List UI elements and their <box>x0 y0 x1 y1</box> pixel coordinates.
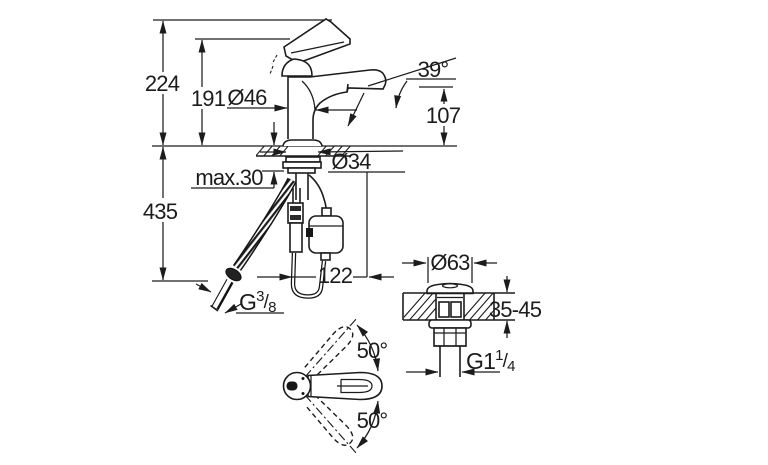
lever-dome <box>281 58 313 77</box>
dim-flange-diameter-label: Ø63 <box>430 250 470 275</box>
weight-cable-top <box>308 174 327 210</box>
dim-install-depth-label: 435 <box>143 199 178 224</box>
weight-bottom-nipple <box>320 252 331 261</box>
drain-push-cap <box>426 282 474 295</box>
slab-hatch-left <box>404 293 436 320</box>
waste-thread-label: G11/4 <box>466 347 515 375</box>
dim-spray-angle-label: 39° <box>418 57 449 82</box>
drain-cross-section: Ø63 35-45 G11/4 <box>402 250 542 377</box>
front-dimensions: 224 191 435 107 Ø46 max.30 Ø34 <box>141 20 462 316</box>
hose-coupling-nut <box>225 267 242 282</box>
weight-top-nipple <box>321 207 332 217</box>
dim-deck-max-label: max.30 <box>195 165 263 190</box>
weight-clip <box>306 228 313 237</box>
drain-nut <box>433 327 467 347</box>
swing-arc-down <box>356 400 381 449</box>
dim-deck-range-label: 35-45 <box>489 297 542 322</box>
base-flare <box>282 139 323 147</box>
dim-total-height-label: 224 <box>145 71 180 96</box>
cap-lens <box>441 283 459 289</box>
deck-hatch-left <box>256 146 288 156</box>
handle-rotated-down <box>304 394 354 446</box>
handle-top-view: 50° 50° <box>282 317 388 455</box>
cable-loop <box>291 252 325 298</box>
deck-section <box>256 146 351 200</box>
aerator-mark <box>346 83 349 93</box>
below-deck-parts <box>210 174 344 312</box>
drain-flange <box>428 319 472 329</box>
spout-body <box>287 69 387 139</box>
swing-arc-up <box>356 324 380 372</box>
dim-hole-diameter-label: Ø34 <box>331 149 371 174</box>
lever-handle <box>283 18 351 64</box>
front-view: 224 191 435 107 Ø46 max.30 Ø34 <box>141 18 462 316</box>
dim-swing-up-label: 50° <box>357 338 388 363</box>
dim-swing-down-label: 50° <box>357 408 388 433</box>
dim-pivot-height-label: 191 <box>191 86 226 111</box>
cap-slot <box>286 381 298 391</box>
supply-thread-label: G3/8 <box>239 288 276 316</box>
dim-spout-height-label: 107 <box>426 103 461 128</box>
slab-hatch-right <box>464 293 494 320</box>
handle-rotated-up <box>304 326 354 378</box>
faucet-outline <box>269 18 387 147</box>
pop-up-weight <box>308 215 344 254</box>
dim-body-diameter-label: Ø46 <box>227 85 267 110</box>
dim-hose-offset-label: 122 <box>318 263 353 288</box>
drain-window-right <box>450 301 462 318</box>
mounting-washer-2 <box>287 167 316 174</box>
braided-hose <box>234 178 296 271</box>
hose-end-fitting <box>212 279 232 309</box>
mounting-nut <box>282 161 322 169</box>
drain-window-left <box>438 301 450 318</box>
rod-sleeve <box>289 222 303 253</box>
